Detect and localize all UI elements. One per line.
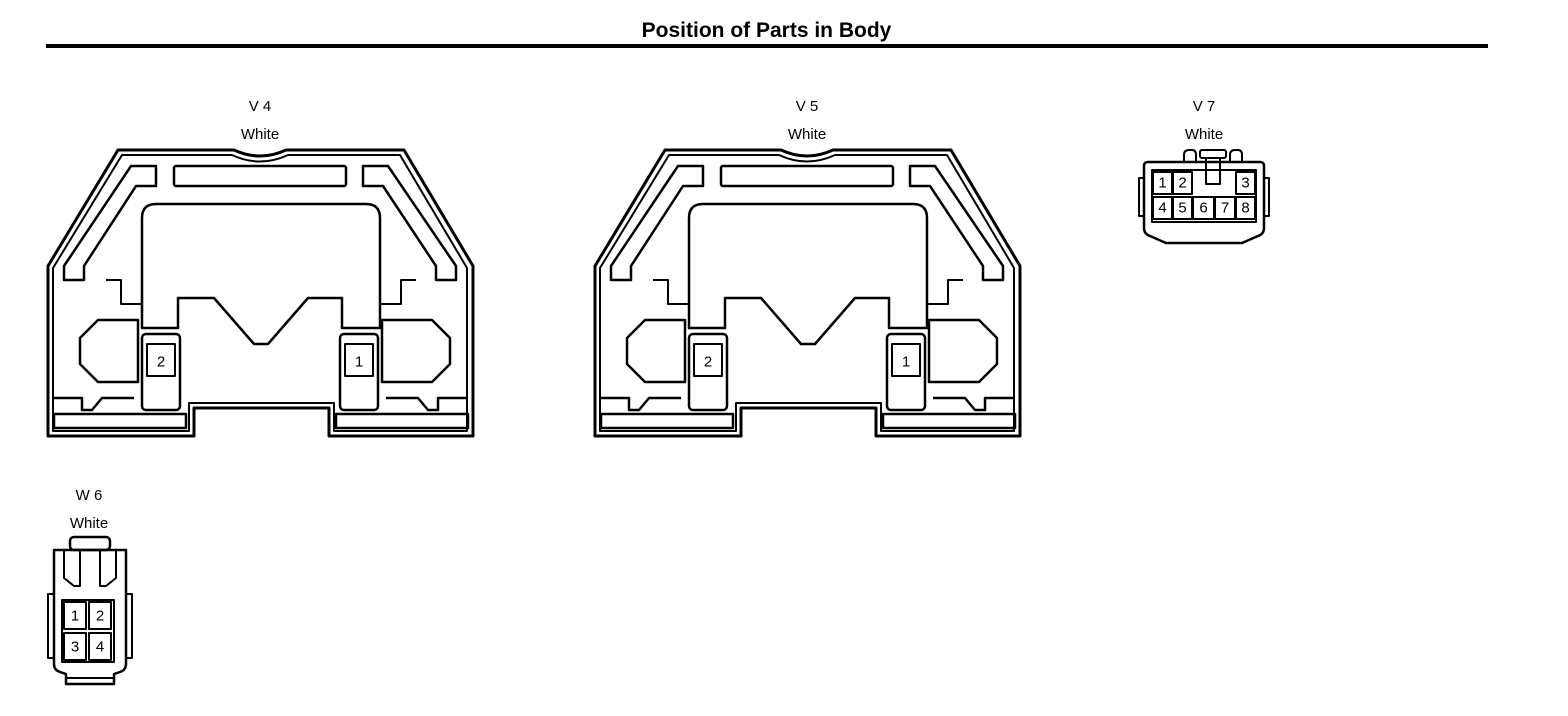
right-guide-rail [908, 164, 1005, 282]
bottom-right-rail [933, 396, 1015, 412]
left-lock-tab [1183, 149, 1197, 162]
connector-face: 2 1 [593, 148, 1022, 438]
pin-2-label: 2 [704, 354, 712, 371]
connector-color: White [787, 126, 827, 143]
left-side-window [625, 318, 687, 384]
pin-label: 2 [1178, 175, 1186, 192]
center-cavity [140, 202, 382, 346]
center-cavity [687, 202, 929, 346]
connector-id: W 6 [75, 487, 103, 504]
bottom-right-rail [386, 396, 468, 412]
title-rule [46, 44, 1488, 48]
top-latch-slot [172, 164, 348, 188]
pin-label: 1 [71, 608, 79, 625]
center-latch [1199, 149, 1227, 159]
pin-cell [88, 632, 112, 661]
pin-cell [1235, 196, 1256, 220]
pin-label: 2 [96, 608, 104, 625]
pin-1-terminal [338, 332, 380, 412]
housing-outline [593, 148, 1022, 438]
bottom-left-slot [599, 412, 735, 430]
pin-label: 5 [1178, 200, 1186, 217]
pin-2-terminal [140, 332, 182, 412]
left-side-window [78, 318, 140, 384]
pin-cell [63, 632, 87, 661]
pin-label: 8 [1241, 200, 1249, 217]
connector-face: 1 2 3 4 [47, 535, 133, 686]
pin-1-label: 1 [902, 354, 910, 371]
pin-label: 4 [1158, 200, 1166, 217]
right-lock-tab [1229, 149, 1243, 162]
right-post [927, 279, 963, 305]
connector-face: 1 2 3 4 5 6 7 8 [1138, 149, 1270, 245]
left-post [653, 279, 689, 305]
left-guide-rail [609, 164, 705, 282]
pin-label: 3 [1241, 175, 1249, 192]
left-guide-rail [62, 164, 158, 282]
housing-outline [1142, 160, 1266, 245]
pin-label: 6 [1199, 200, 1207, 217]
pin-label: 7 [1221, 200, 1229, 217]
pin-cell [63, 601, 87, 630]
left-side-rib [47, 593, 54, 659]
connector-id: V 7 [1192, 98, 1216, 115]
top-latch [68, 535, 112, 552]
pin-2-cell [146, 343, 176, 377]
pin-2-label: 2 [157, 354, 165, 371]
pin-1-terminal [885, 332, 927, 412]
pin-1-label: 1 [355, 354, 363, 371]
connector-color: White [69, 515, 109, 532]
terminal-face [1151, 169, 1257, 223]
pin-1-cell [344, 343, 374, 377]
bottom-left-slot [52, 412, 188, 430]
top-latch-slot [719, 164, 895, 188]
pin-cell [1235, 171, 1256, 195]
housing-inner-rim [599, 154, 1015, 432]
left-side-rib [1138, 177, 1144, 217]
connector-id: V 5 [795, 98, 819, 115]
connector-face: 2 1 [46, 148, 475, 438]
page-title: Position of Parts in Body [641, 19, 892, 42]
housing-inner-rim [52, 154, 468, 432]
terminal-face [61, 599, 115, 663]
left-post [106, 279, 142, 305]
latch-channel-left [63, 550, 81, 587]
pin-cell [88, 601, 112, 630]
pin-label: 1 [1158, 175, 1166, 192]
right-side-rib [126, 593, 133, 659]
connector-color: White [1184, 126, 1224, 143]
pin-1-cell [891, 343, 921, 377]
pin-cell [1172, 171, 1193, 195]
housing-outline [46, 148, 475, 438]
right-side-rib [1264, 177, 1270, 217]
pin-2-terminal [687, 332, 729, 412]
bottom-left-rail [54, 396, 134, 412]
pin-label: 4 [96, 639, 104, 656]
right-post [380, 279, 416, 305]
right-guide-rail [361, 164, 458, 282]
latch-channel-right [99, 550, 117, 587]
bottom-left-rail [601, 396, 681, 412]
right-side-window [380, 318, 452, 384]
housing-outline [52, 548, 128, 686]
right-side-window [927, 318, 999, 384]
connector-color: White [240, 126, 280, 143]
pin-label: 3 [71, 639, 79, 656]
bottom-right-slot [881, 412, 1017, 430]
connector-id: V 4 [248, 98, 272, 115]
bottom-right-slot [334, 412, 470, 430]
pin-2-cell [693, 343, 723, 377]
